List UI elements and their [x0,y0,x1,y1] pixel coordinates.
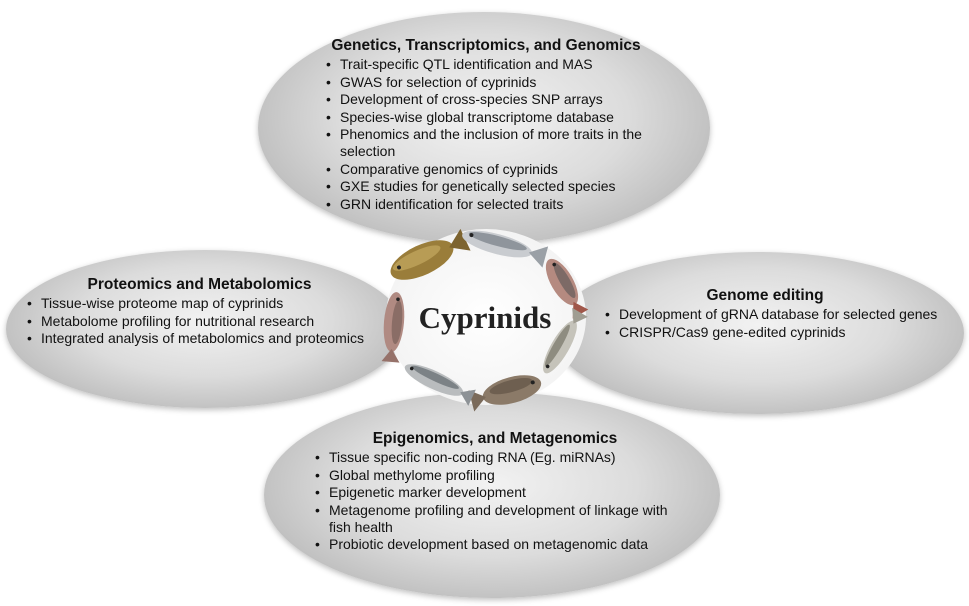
center-label: Cyprinids [418,300,552,335]
list-item: GWAS for selection of cyprinids [321,74,651,92]
list-item: Species-wise global transcriptome databa… [321,109,651,127]
list-item: Development of gRNA database for selecte… [600,306,960,324]
fish-icon [543,307,588,374]
list-item: Tissue specific non-coding RNA (Eg. miRN… [310,449,680,467]
genetics-title: Genetics, Transcriptomics, and Genomics [331,37,641,54]
list-item: Probiotic development based on metagenom… [310,536,680,554]
epigenomics-title: Epigenomics, and Metagenomics [372,430,618,447]
proteomics-title: Proteomics and Metabolomics [87,276,312,293]
list-item: Phenomics and the inclusion of more trai… [321,126,651,161]
list-item: Integrated analysis of metabolomics and … [22,330,387,348]
list-item: Development of cross-species SNP arrays [321,91,651,109]
fish-icon [381,292,405,363]
fish-icon [468,375,542,412]
list-item: Metagenome profiling and development of … [310,502,680,537]
genetics-section: Genetics, Transcriptomics, and Genomics … [321,37,651,213]
ring-background [386,229,586,405]
list-item: CRISPR/Cas9 gene-edited cyprinids [600,324,960,342]
fish-icon [390,228,471,280]
list-item: Metabolome profiling for nutritional res… [22,313,387,331]
list-item: Global methylome profiling [310,467,680,485]
list-item: Trait-specific QTL identification and MA… [321,56,651,74]
genome-editing-section: Genome editing Development of gRNA datab… [600,287,960,342]
list-item: GRN identification for selected traits [321,196,651,214]
proteomics-list: Tissue-wise proteome map of cyprinids Me… [22,295,387,348]
epigenomics-list: Tissue specific non-coding RNA (Eg. miRN… [310,449,680,554]
fish-ring [381,228,589,412]
genetics-list: Trait-specific QTL identification and MA… [321,56,651,213]
genome-editing-list: Development of gRNA database for selecte… [600,306,960,341]
list-item: Tissue-wise proteome map of cyprinids [22,295,387,313]
list-item: Comparative genomics of cyprinids [321,161,651,179]
list-item: Epigenetic marker development [310,484,680,502]
list-item: GXE studies for genetically selected spe… [321,178,651,196]
proteomics-section: Proteomics and Metabolomics Tissue-wise … [22,276,387,348]
fish-icon [404,364,476,406]
fish-icon [462,230,549,268]
epigenomics-section: Epigenomics, and Metagenomics Tissue spe… [310,430,680,554]
genome-editing-title: Genome editing [706,287,824,304]
